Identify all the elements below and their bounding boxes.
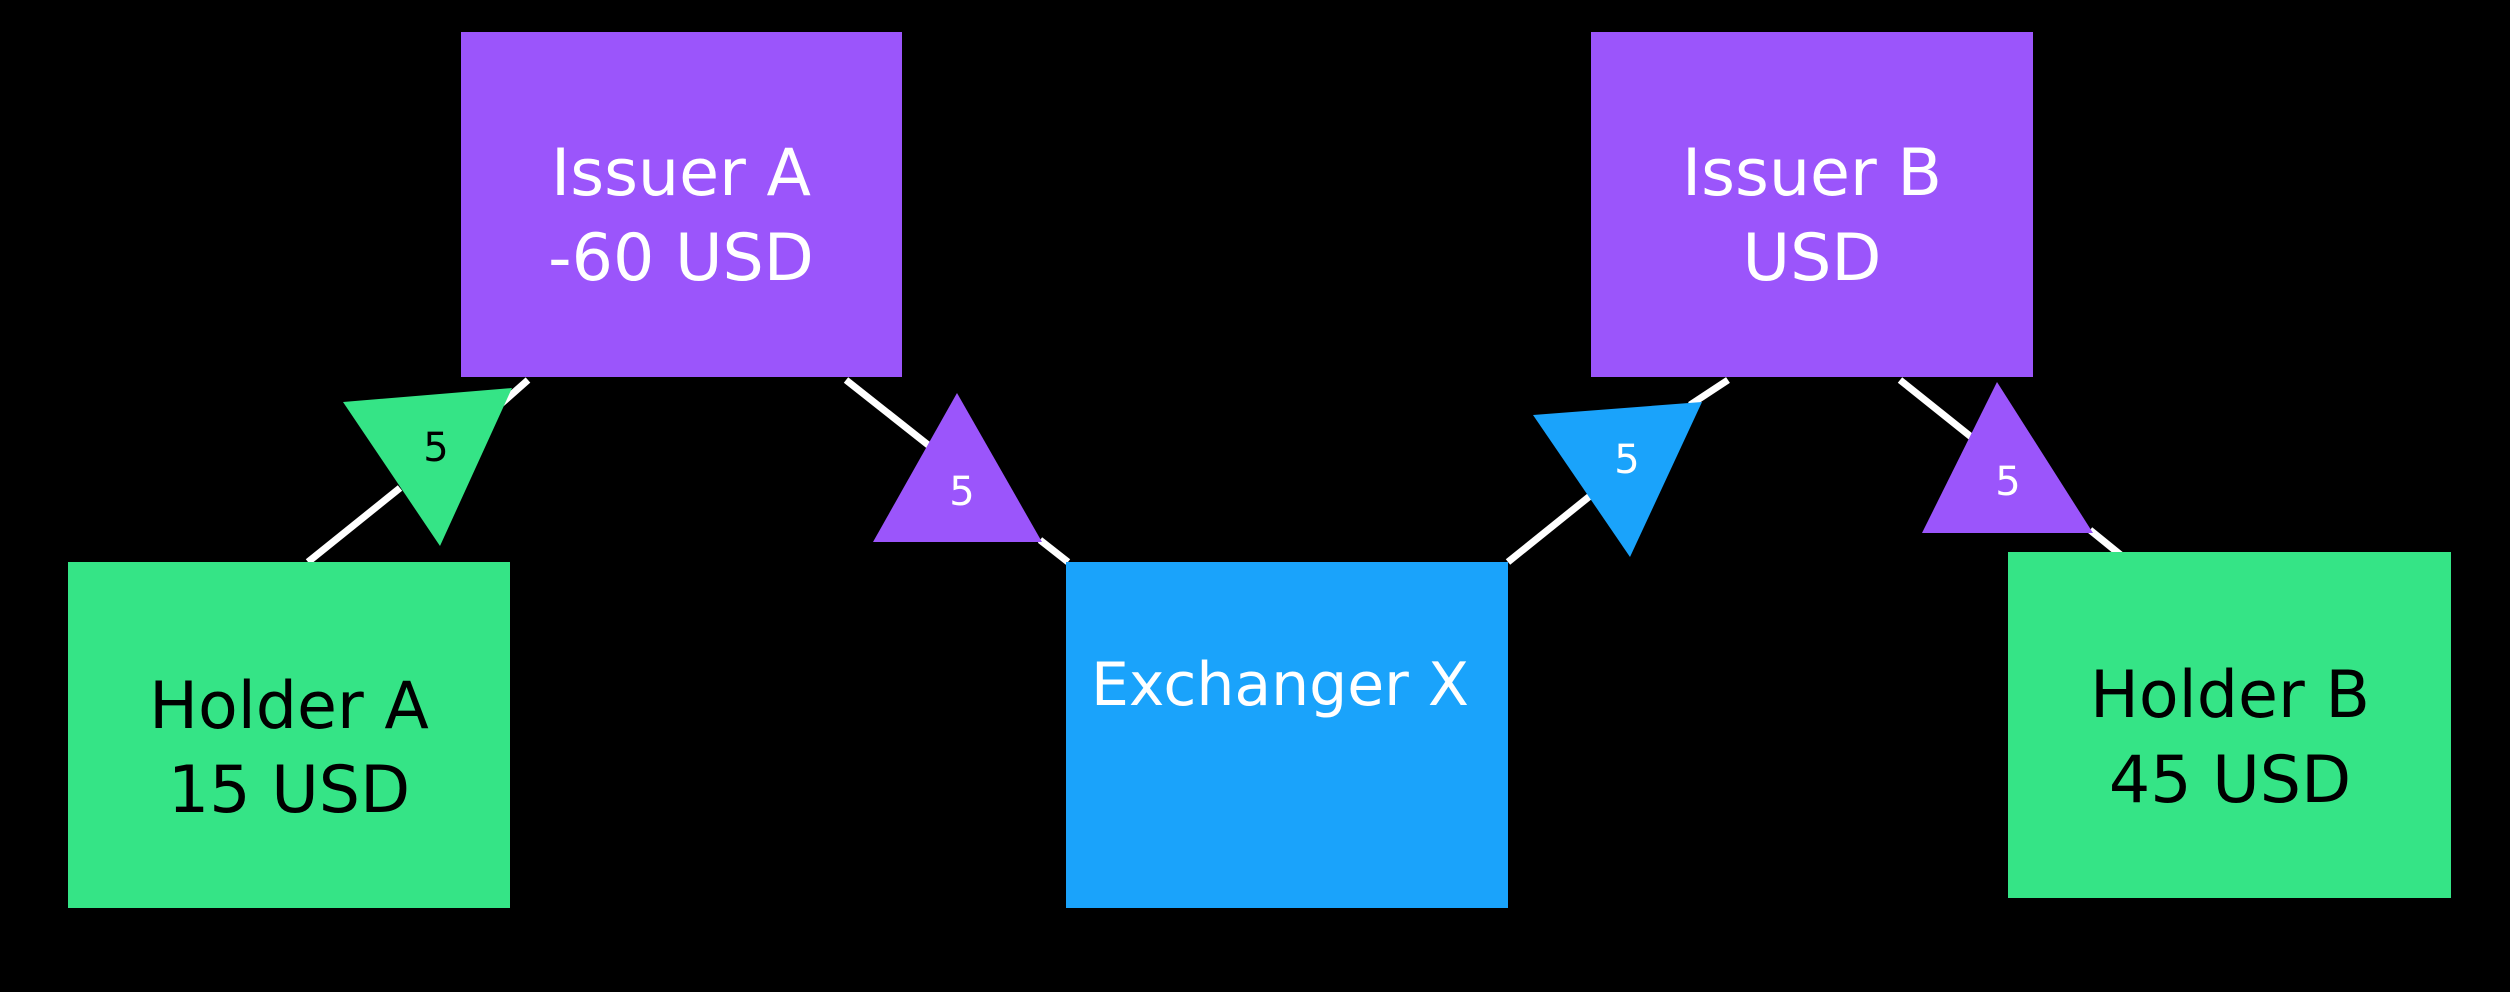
- holder-b-balance: 45 USD: [2109, 743, 2351, 818]
- holder-a-box: [68, 562, 510, 908]
- holder-a-name: Holder A: [149, 669, 429, 744]
- issuer-b-node: Issuer B USD: [1591, 32, 2033, 377]
- badge-holder-a-to-issuer-a: 5: [343, 388, 512, 546]
- issuer-b-name: Issuer B: [1682, 136, 1942, 211]
- badge-amount: 5: [1614, 437, 1639, 483]
- badge-issuer-b-to-holder-b: 5: [1922, 382, 2093, 533]
- issuer-a-balance: -60 USD: [548, 221, 814, 296]
- connector-issuer-a-to-badge: [843, 377, 935, 451]
- exchanger-x-box: [1066, 562, 1508, 908]
- holder-a-node: Holder A 15 USD: [68, 562, 510, 908]
- exchanger-x-name: Exchanger X: [1091, 650, 1469, 720]
- issuer-a-node: Issuer A -60 USD: [461, 32, 902, 377]
- connector-issuer-b-to-badge: [1897, 377, 1978, 443]
- holder-b-name: Holder B: [2090, 658, 2370, 733]
- issuer-a-box: [461, 32, 902, 377]
- issuer-a-name: Issuer A: [551, 136, 811, 211]
- badge-amount: 5: [949, 469, 974, 515]
- badge-amount: 5: [423, 425, 448, 471]
- connector-badge-to-holder-b: [2087, 527, 2125, 559]
- holder-b-box: [2008, 552, 2451, 898]
- connector-exchanger-x-to-badge: [1505, 493, 1593, 565]
- badge-triangle-blue: [1533, 402, 1702, 557]
- connector-badge-to-exchanger-x: [1037, 537, 1071, 565]
- issuer-b-balance: USD: [1743, 221, 1882, 296]
- badge-triangle-purple: [873, 393, 1042, 542]
- badge-exchanger-x-to-issuer-b: 5: [1533, 402, 1702, 557]
- badge-amount: 5: [1995, 459, 2020, 505]
- holder-a-balance: 15 USD: [168, 753, 410, 828]
- connector-badge-to-issuer-b: [1688, 377, 1730, 408]
- badge-issuer-a-to-exchanger-x: 5: [873, 393, 1042, 542]
- badge-triangle-purple: [1922, 382, 2093, 533]
- exchanger-x-node: Exchanger X: [1066, 562, 1508, 908]
- holder-b-node: Holder B 45 USD: [2008, 552, 2451, 898]
- badge-triangle-green: [343, 388, 512, 546]
- connector-holder-a-to-badge: [305, 485, 403, 565]
- issuer-b-box: [1591, 32, 2033, 377]
